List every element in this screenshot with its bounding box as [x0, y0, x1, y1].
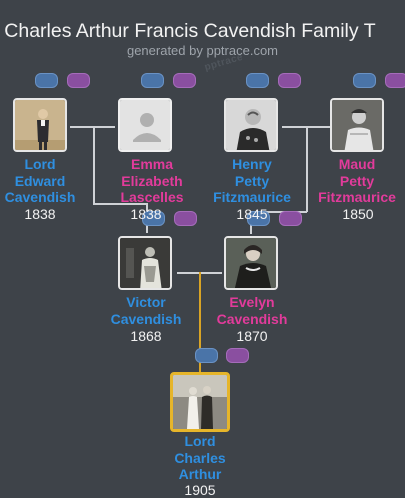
person-photo-henry[interactable] — [224, 98, 278, 152]
person-year-lord-charles: 1905 — [184, 482, 216, 498]
portrait-icon — [226, 238, 276, 288]
person-photo-emma[interactable] — [118, 98, 172, 152]
page-subtitle: generated by pptrace.com — [126, 43, 279, 58]
portrait-icon — [120, 238, 170, 288]
badge-purple[interactable] — [173, 73, 196, 88]
person-photo-maud[interactable] — [330, 98, 384, 152]
badge-blue[interactable] — [353, 73, 376, 88]
person-year-maud: 1850 — [342, 206, 374, 222]
badge-purple[interactable] — [226, 348, 249, 363]
avatar-placeholder-icon — [120, 100, 170, 150]
badge-purple[interactable] — [174, 211, 197, 226]
person-photo-evelyn[interactable] — [224, 236, 278, 290]
badge-purple[interactable] — [278, 73, 301, 88]
person-year-lord-edward: 1838 — [24, 206, 56, 222]
portrait-icon — [15, 100, 65, 150]
connector-line-highlight — [199, 272, 201, 372]
connector-line — [93, 126, 95, 204]
badge-blue[interactable] — [246, 73, 269, 88]
badge-blue[interactable] — [142, 211, 165, 226]
badge-purple[interactable] — [385, 73, 405, 88]
connector-line — [70, 126, 115, 128]
connector-line — [250, 211, 307, 213]
person-year-henry: 1845 — [236, 206, 268, 222]
portrait-icon — [173, 375, 227, 429]
person-photo-victor[interactable] — [118, 236, 172, 290]
connector-line — [306, 126, 308, 212]
person-year-victor: 1868 — [130, 328, 162, 344]
badge-blue[interactable] — [35, 73, 58, 88]
person-year-emma: 1838 — [130, 206, 162, 222]
portrait-icon — [332, 100, 382, 150]
person-year-evelyn: 1870 — [236, 328, 268, 344]
portrait-icon — [226, 100, 276, 150]
badge-blue[interactable] — [195, 348, 218, 363]
person-photo-lord-charles[interactable] — [170, 372, 230, 432]
badge-purple[interactable] — [279, 211, 302, 226]
badge-blue[interactable] — [247, 211, 270, 226]
person-photo-lord-edward[interactable] — [13, 98, 67, 152]
page-title: d Charles Arthur Francis Cavendish Famil… — [0, 20, 376, 42]
badge-purple[interactable] — [67, 73, 90, 88]
badge-blue[interactable] — [141, 73, 164, 88]
connector-line — [93, 203, 147, 205]
